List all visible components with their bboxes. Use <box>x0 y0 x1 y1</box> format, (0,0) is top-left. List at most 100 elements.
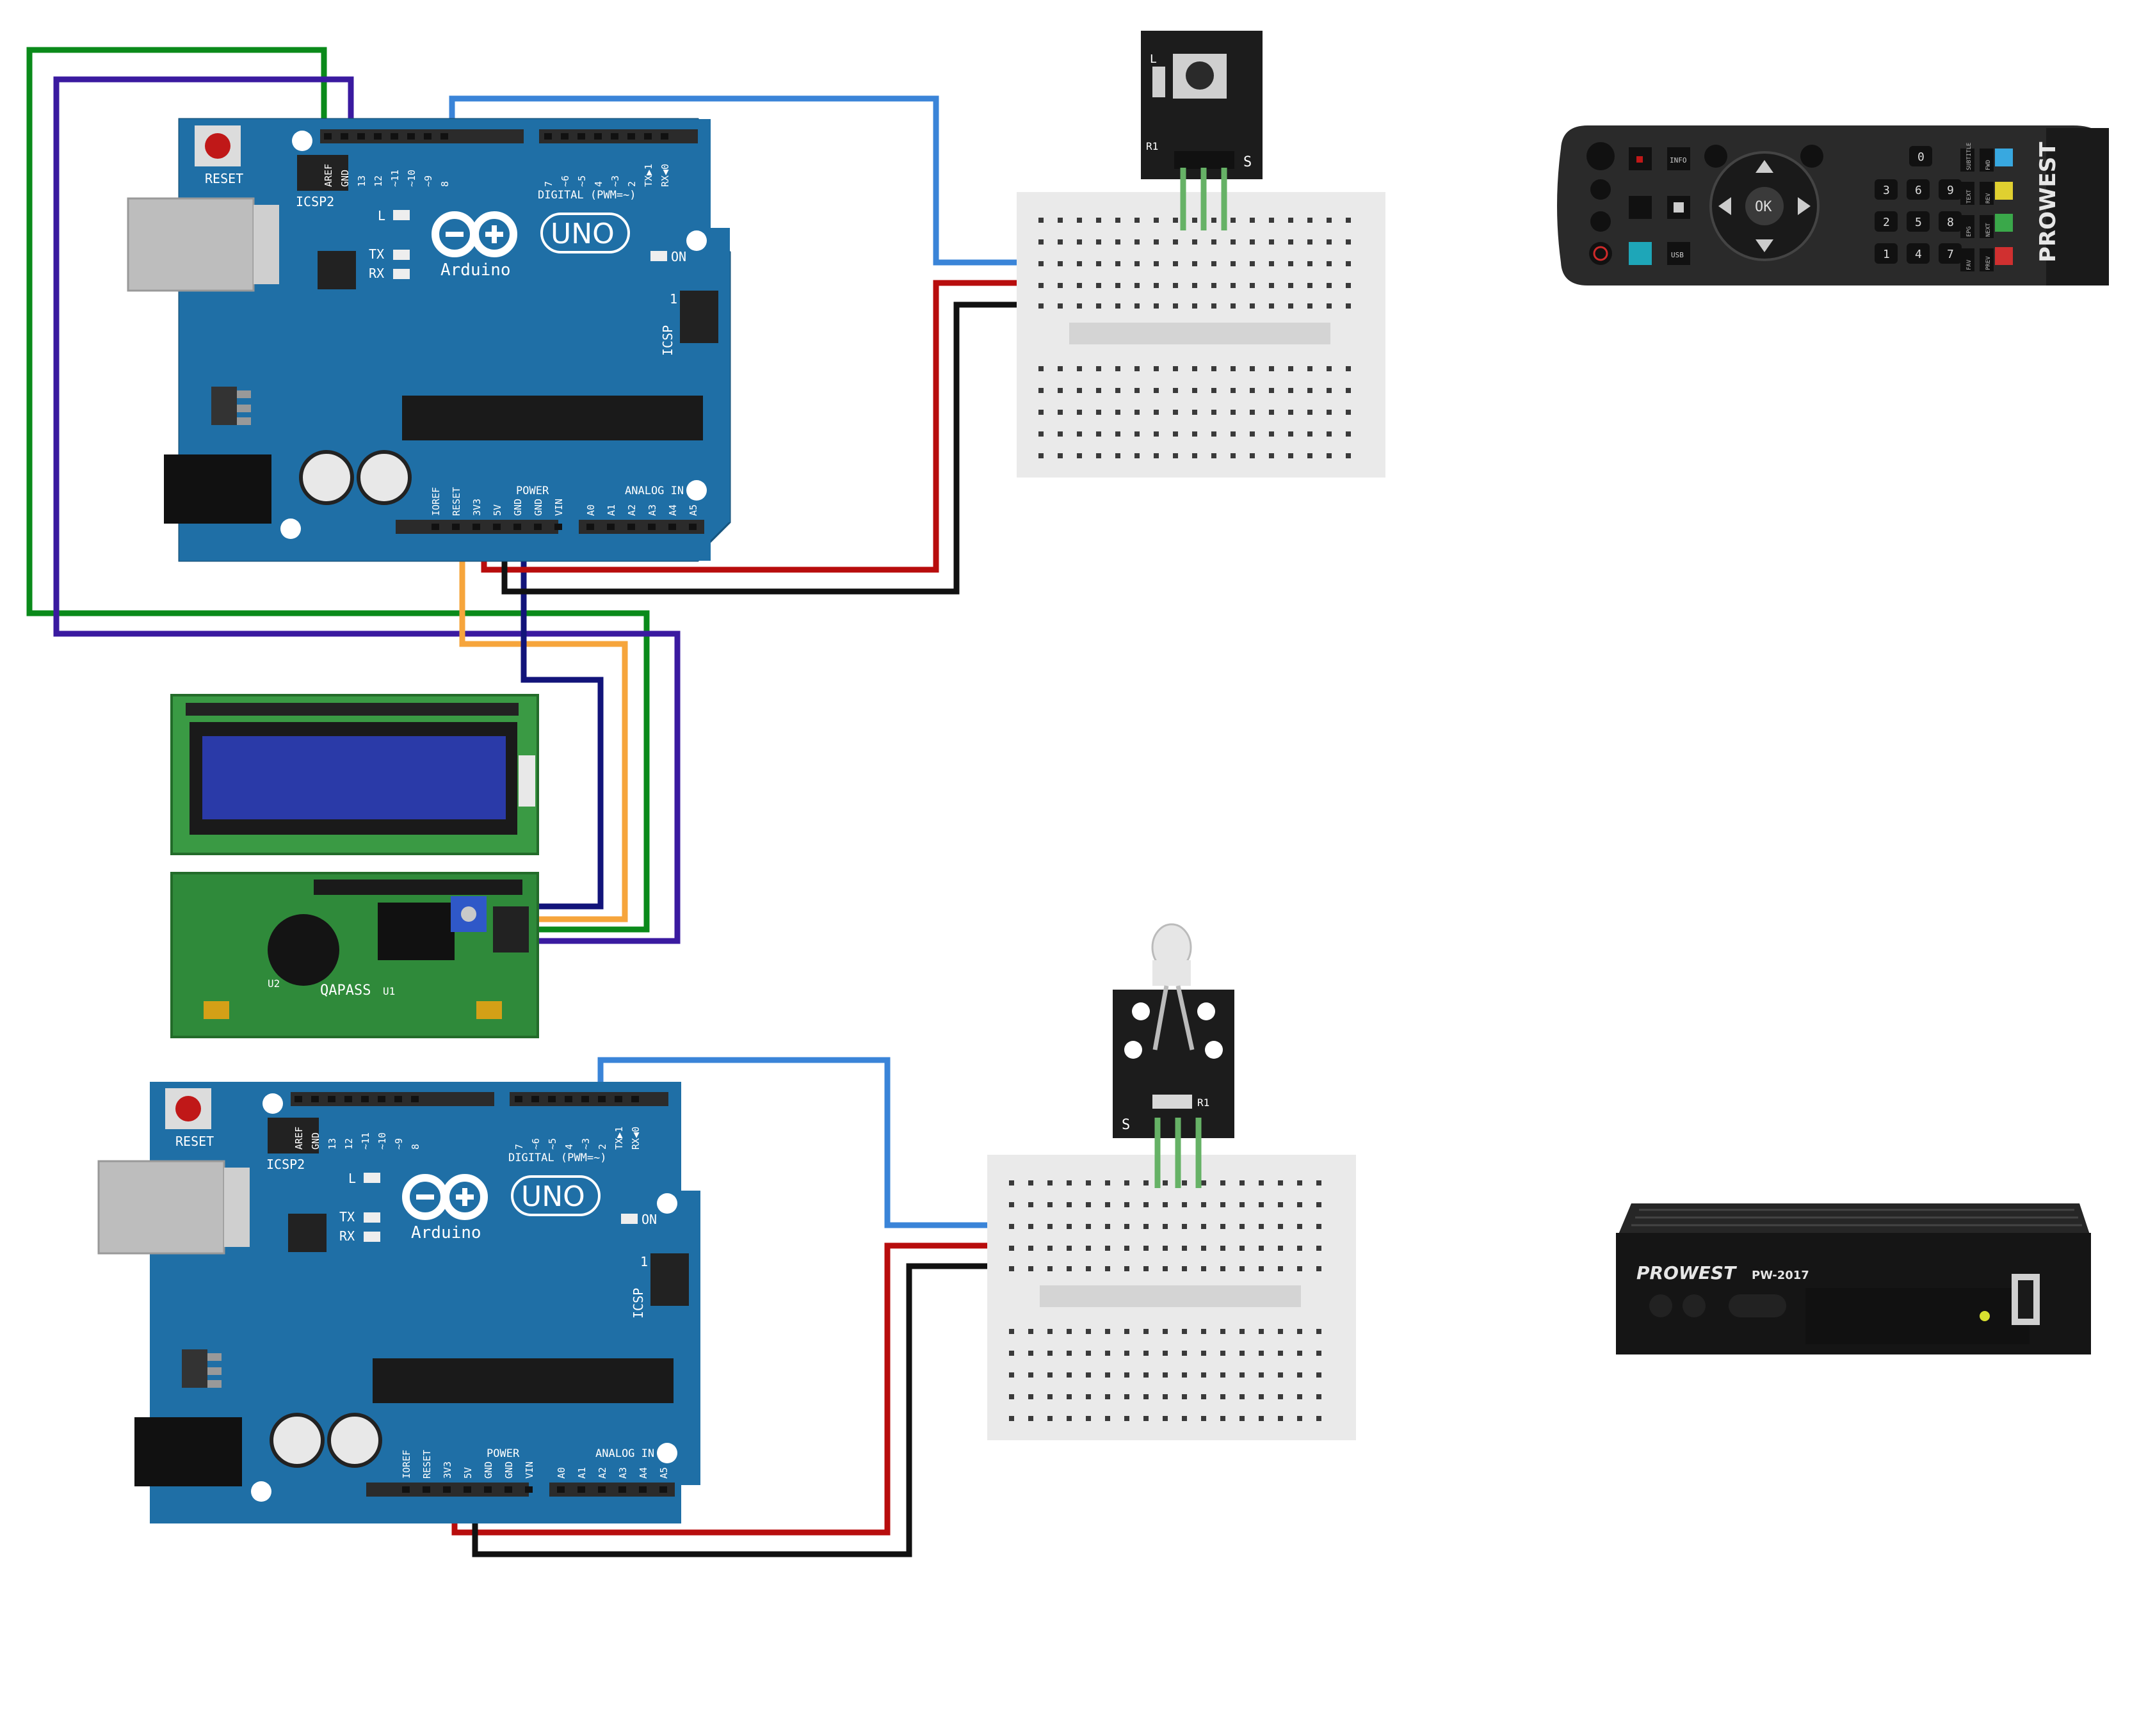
breadboard-hole[interactable] <box>1096 431 1101 437</box>
breadboard-hole[interactable] <box>1134 431 1140 437</box>
breadboard-hole[interactable] <box>1009 1372 1014 1378</box>
breadboard-hole[interactable] <box>1201 1394 1206 1399</box>
breadboard-hole[interactable] <box>1173 431 1178 437</box>
breadboard-hole[interactable] <box>1115 239 1120 245</box>
header-pin[interactable] <box>586 524 594 530</box>
breadboard-hole[interactable] <box>1105 1202 1110 1207</box>
breadboard-hole[interactable] <box>1192 431 1197 437</box>
breadboard-hole[interactable] <box>1124 1180 1129 1185</box>
breadboard-hole[interactable] <box>1297 1246 1302 1251</box>
breadboard-hole[interactable] <box>1307 431 1312 437</box>
breadboard-hole[interactable] <box>1115 261 1120 266</box>
breadboard-hole[interactable] <box>1077 283 1082 288</box>
header-pin[interactable] <box>407 133 415 140</box>
breadboard-hole[interactable] <box>1259 1372 1264 1378</box>
yellow-key[interactable] <box>1995 182 2013 200</box>
breadboard-hole[interactable] <box>1134 239 1140 245</box>
breadboard-hole[interactable] <box>1316 1202 1321 1207</box>
breadboard-hole[interactable] <box>1086 1266 1091 1271</box>
breadboard-hole[interactable] <box>1134 218 1140 223</box>
breadboard-hole[interactable] <box>1038 453 1044 458</box>
header-pin[interactable] <box>581 1096 589 1102</box>
breadboard-hole[interactable] <box>1346 431 1351 437</box>
breadboard-hole[interactable] <box>1038 410 1044 415</box>
breadboard-hole[interactable] <box>1278 1266 1283 1271</box>
header-pin[interactable] <box>464 1486 471 1493</box>
breadboard-hole[interactable] <box>1307 410 1312 415</box>
breadboard-hole[interactable] <box>1278 1372 1283 1378</box>
breadboard-hole[interactable] <box>1096 261 1101 266</box>
power-button[interactable] <box>1589 242 1612 265</box>
breadboard-hole[interactable] <box>1173 303 1178 309</box>
header-pin[interactable] <box>357 133 365 140</box>
breadboard-hole[interactable] <box>1346 388 1351 393</box>
breadboard-hole[interactable] <box>1231 366 1236 371</box>
breadboard-hole[interactable] <box>1038 261 1044 266</box>
breadboard-hole[interactable] <box>1250 283 1255 288</box>
play-pause-button[interactable] <box>1629 196 1652 219</box>
header-pin[interactable] <box>493 524 501 530</box>
breadboard-hole[interactable] <box>1028 1372 1033 1378</box>
breadboard-hole[interactable] <box>1192 303 1197 309</box>
header-pin[interactable] <box>615 1096 622 1102</box>
digit-key[interactable] <box>1907 243 1930 264</box>
header-pin[interactable] <box>598 1486 606 1493</box>
blue-key[interactable] <box>1995 149 2013 166</box>
breadboard-hole[interactable] <box>1278 1180 1283 1185</box>
breadboard-hole[interactable] <box>1231 218 1236 223</box>
breadboard-hole[interactable] <box>1173 218 1178 223</box>
header-pin[interactable] <box>577 1486 585 1493</box>
red-key[interactable] <box>1995 247 2013 265</box>
breadboard-hole[interactable] <box>1201 1180 1206 1185</box>
breadboard-hole[interactable] <box>1058 453 1063 458</box>
breadboard-hole[interactable] <box>1307 366 1312 371</box>
breadboard-hole[interactable] <box>1346 303 1351 309</box>
breadboard-hole[interactable] <box>1231 261 1236 266</box>
function-key[interactable] <box>1960 149 1974 172</box>
breadboard-hole[interactable] <box>1259 1266 1264 1271</box>
digit-key[interactable] <box>1939 179 1962 200</box>
breadboard-hole[interactable] <box>1192 410 1197 415</box>
breadboard-hole[interactable] <box>1307 218 1312 223</box>
header-pin[interactable] <box>598 1096 606 1102</box>
digit-key[interactable] <box>1907 179 1930 200</box>
breadboard-hole[interactable] <box>1163 1202 1168 1207</box>
breadboard-hole[interactable] <box>1239 1394 1245 1399</box>
breadboard-hole[interactable] <box>1086 1394 1091 1399</box>
breadboard-hole[interactable] <box>1077 261 1082 266</box>
breadboard-hole[interactable] <box>1086 1416 1091 1421</box>
breadboard-hole[interactable] <box>1134 283 1140 288</box>
breadboard-hole[interactable] <box>1269 283 1274 288</box>
breadboard-hole[interactable] <box>1288 431 1293 437</box>
breadboard-hole[interactable] <box>1231 431 1236 437</box>
breadboard-hole[interactable] <box>1327 261 1332 266</box>
breadboard-hole[interactable] <box>1067 1351 1072 1356</box>
header-pin[interactable] <box>534 524 542 530</box>
breadboard-hole[interactable] <box>1028 1224 1033 1229</box>
breadboard-hole[interactable] <box>1105 1224 1110 1229</box>
remote-button[interactable] <box>1586 142 1615 170</box>
breadboard-hole[interactable] <box>1047 1202 1053 1207</box>
breadboard-hole[interactable] <box>1297 1416 1302 1421</box>
breadboard-hole[interactable] <box>1115 431 1120 437</box>
breadboard-hole[interactable] <box>1115 218 1120 223</box>
stb-button[interactable] <box>1649 1294 1672 1317</box>
breadboard-hole[interactable] <box>1143 1372 1149 1378</box>
breadboard-hole[interactable] <box>1201 1266 1206 1271</box>
breadboard-hole[interactable] <box>1192 453 1197 458</box>
header-pin[interactable] <box>548 1096 556 1102</box>
breadboard-hole[interactable] <box>1163 1266 1168 1271</box>
breadboard-hole[interactable] <box>1047 1372 1053 1378</box>
breadboard-hole[interactable] <box>1143 1394 1149 1399</box>
breadboard-hole[interactable] <box>1058 410 1063 415</box>
breadboard-hole[interactable] <box>1009 1224 1014 1229</box>
breadboard-hole[interactable] <box>1143 1224 1149 1229</box>
breadboard-hole[interactable] <box>1154 366 1159 371</box>
breadboard-hole[interactable] <box>1173 410 1178 415</box>
function-key[interactable] <box>1960 248 1974 271</box>
breadboard-hole[interactable] <box>1154 283 1159 288</box>
breadboard-hole[interactable] <box>1201 1224 1206 1229</box>
header-pin[interactable] <box>565 1096 572 1102</box>
breadboard-hole[interactable] <box>1316 1394 1321 1399</box>
breadboard-hole[interactable] <box>1154 261 1159 266</box>
